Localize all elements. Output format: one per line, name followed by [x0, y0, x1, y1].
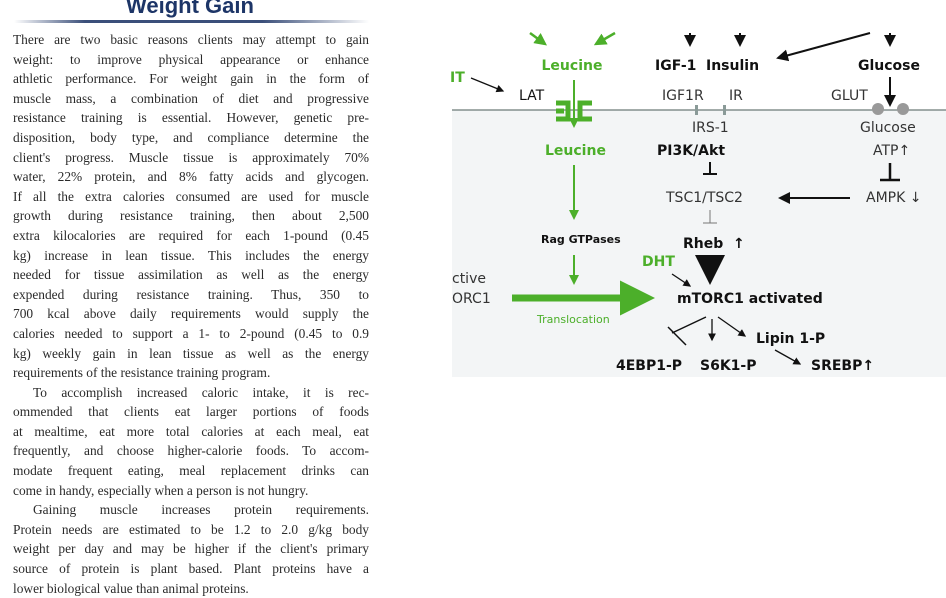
text-line: weight per day and may be higher if the …	[13, 541, 369, 557]
leucine-intracellular-label: Leucine	[545, 143, 606, 159]
mtorc1-pathway-diagram: Leucine IT LAT IGF-1 Insulin Glucose IGF…	[450, 31, 946, 377]
text-line: Gaining muscle increases protein require…	[33, 502, 369, 518]
text-line: If all the extra calories consumed are u…	[13, 188, 369, 204]
pi3k-akt-label: PI3K/Akt	[657, 143, 725, 159]
text-line: 700 kcal above daily requirements would …	[13, 306, 369, 322]
text-line: at mealtime, eat more total calories at …	[13, 423, 369, 439]
text-line: extra kilocalories are required for each…	[13, 227, 369, 243]
irs1-label: IRS-1	[692, 120, 729, 136]
title-underline	[14, 20, 369, 23]
text-line: Protein needs are estimated to be 1.2 to…	[13, 521, 369, 537]
translocation-label: Translocation	[536, 313, 610, 326]
igf1r-label: IGF1R	[662, 88, 704, 104]
text-line: come in handy, especially when a person …	[13, 482, 309, 498]
text-line: lower biological value than animal prote…	[13, 580, 249, 596]
arrows	[470, 32, 900, 365]
rheb-label: Rheb ↑	[683, 236, 745, 252]
text-line: source of protein is plant based. Plant …	[13, 561, 369, 577]
text-line: frequently, and choose higher-calorie fo…	[13, 443, 369, 459]
mtorc1-activated-label: mTORC1 activated	[677, 291, 823, 307]
receptor-marks	[695, 103, 909, 115]
lat-label: LAT	[519, 88, 545, 104]
4ebp1-label: 4EBP1-P	[616, 358, 682, 374]
rag-gtpases-label: Rag GTPases	[541, 233, 621, 246]
it-label: IT	[450, 70, 465, 86]
dht-label: DHT	[642, 254, 675, 270]
text-line: client's progress. Muscle tissue is appr…	[13, 149, 369, 165]
text-line: water, 22% protein, and 8% fatty acids a…	[13, 169, 369, 185]
cell-interior	[452, 110, 946, 377]
text-line: ommended that clients eat larger portion…	[13, 404, 369, 420]
glucose-extracellular-label: Glucose	[858, 58, 920, 74]
green-arrows	[512, 31, 655, 316]
text-line: kg) increase in lean tissue. This includ…	[13, 247, 369, 263]
text-line: growth during resistance training, then …	[13, 208, 369, 224]
leucine-extracellular-label: Leucine	[542, 58, 603, 74]
lat-channel-icon	[556, 100, 592, 122]
inactive-mtorc1-label-1: ctive	[452, 271, 486, 287]
ampk-label: AMPK ↓	[866, 190, 921, 206]
s6k1-label: S6K1-P	[700, 358, 757, 374]
ir-label: IR	[729, 88, 743, 104]
text-line: expended during resistance training. Thu…	[13, 286, 369, 302]
text-line: There are two basic reasons clients may …	[13, 32, 369, 47]
text-line: athletic performance. For weight gain in…	[13, 71, 369, 87]
text-line: kg) weekly gain in lean tissue as well a…	[13, 345, 369, 361]
tsc-label: TSC1/TSC2	[665, 190, 743, 206]
text-line: needed for tissue assimilation as well a…	[13, 267, 369, 283]
text-line: calories needed to support a 1- to 2-pou…	[13, 325, 369, 341]
glut-label: GLUT	[831, 88, 868, 104]
text-line: muscle mass, a combination of diet and p…	[13, 90, 369, 106]
body-text: There are two basic reasons clients may …	[13, 30, 369, 598]
text-line: modate frequent eating, meal replacement…	[13, 463, 369, 479]
text-line: disposition, body type, and compliance d…	[13, 129, 369, 145]
section-title: Weight Gain	[126, 0, 254, 18]
text-line: To accomplish increased caloric intake, …	[33, 384, 369, 400]
glucose-intracellular-label: Glucose	[860, 120, 916, 136]
text-line: requirements of the resistance training …	[13, 365, 271, 381]
lipin-label: Lipin 1-P	[756, 331, 825, 347]
insulin-label: Insulin	[706, 58, 759, 74]
igf1-label: IGF-1	[655, 58, 696, 74]
srebp-label: SREBP↑	[811, 358, 874, 374]
text-line: weight: to improve physical appearance o…	[13, 51, 369, 67]
atp-label: ATP↑	[873, 143, 910, 159]
text-line: resistance training is essential. Howeve…	[13, 110, 369, 126]
inactive-mtorc1-label-2: ORC1	[452, 291, 491, 307]
